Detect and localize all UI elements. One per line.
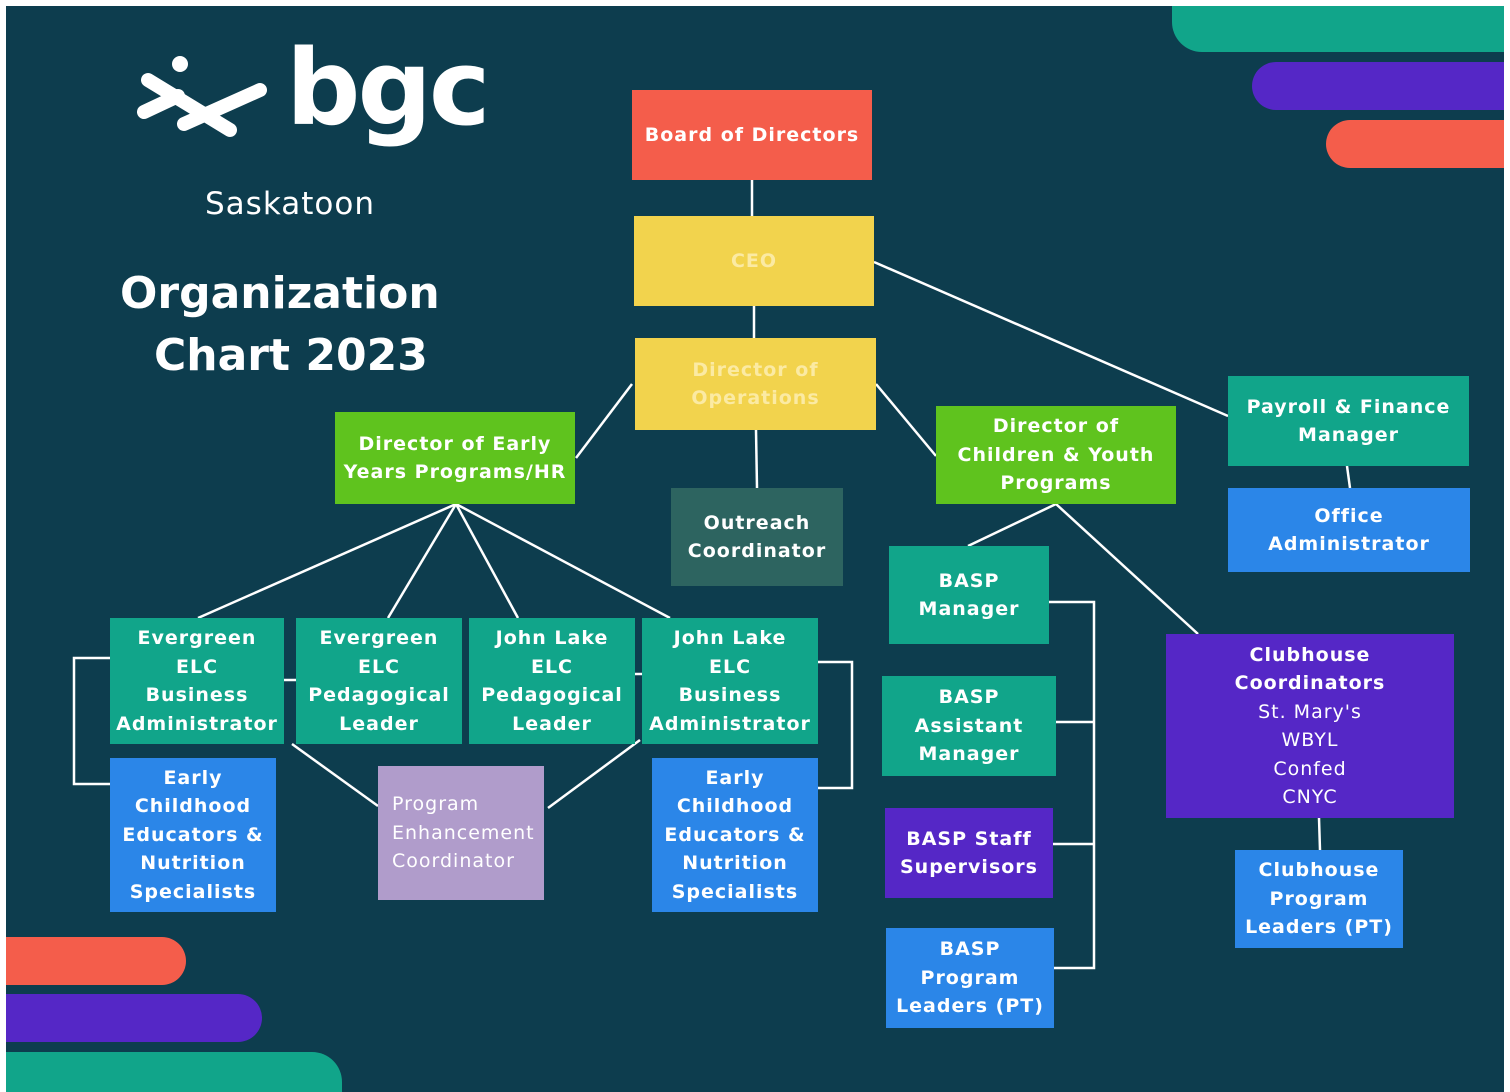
decor-stripe-red-bottom — [6, 937, 186, 985]
line-johnlake-ece-bracket — [814, 660, 854, 790]
line-dirops-early — [575, 383, 633, 459]
page-title-line2: Chart 2023 — [154, 330, 428, 381]
node-basp-assistant-manager: BASP Assistant Manager — [882, 676, 1056, 776]
decor-stripe-red-top — [1326, 120, 1504, 168]
node-outreach-coordinator: Outreach Coordinator — [671, 488, 843, 586]
node-program-enhancement: Program Enhancement Coordinator — [378, 766, 544, 900]
node-clubhouse-coordinators: Clubhouse Coordinators St. Mary's WBYL C… — [1166, 634, 1454, 818]
node-basp-program-leaders: BASP Program Leaders (PT) — [886, 928, 1054, 1028]
node-ceo: CEO — [634, 216, 874, 306]
node-basp-manager: BASP Manager — [889, 546, 1049, 644]
line-ceo-payroll — [873, 260, 1229, 418]
node-director-operations: Director of Operations — [635, 338, 876, 430]
line-cy-basp — [967, 502, 1057, 548]
node-evergreen-pedagogical: Evergreen ELC Pedagogical Leader — [296, 618, 462, 744]
logo-brand-text: bgc — [286, 27, 491, 149]
line-evergreen-ece-bracket — [72, 656, 110, 786]
node-board-of-directors: Board of Directors — [632, 90, 872, 180]
line-dirops-cy — [875, 383, 937, 457]
line-clubhouse-leaders — [1317, 817, 1322, 851]
node-office-administrator: Office Administrator — [1228, 488, 1470, 572]
node-evergreen-business-admin: Evergreen ELC Business Administrator — [110, 618, 284, 744]
line-dirops-outreach — [754, 429, 759, 489]
decor-stripe-purple-bottom — [6, 994, 262, 1042]
node-johnlake-pedagogical: John Lake ELC Pedagogical Leader — [469, 618, 635, 744]
decor-stripe-purple-top — [1252, 62, 1504, 110]
page-title-line1: Organization — [120, 268, 440, 319]
line-pec-right — [547, 738, 641, 810]
line-early-evergreen-ped — [386, 503, 458, 619]
bgc-logo-icon — [137, 56, 267, 137]
line-basp-bracket — [1048, 600, 1096, 970]
line-payroll-office — [1345, 465, 1352, 489]
line-early-evergreen-admin — [197, 502, 457, 620]
line-early-johnlake-admin — [455, 502, 671, 620]
node-ece-evergreen: Early Childhood Educators & Nutrition Sp… — [110, 758, 276, 912]
line-pec-left — [291, 742, 379, 808]
node-basp-staff-supervisors: BASP Staff Supervisors — [885, 808, 1053, 898]
line-early-johnlake-ped — [454, 503, 520, 619]
line-cy-clubhouse — [1055, 503, 1199, 635]
decor-stripe-teal-bottom — [6, 1052, 342, 1092]
node-johnlake-business-admin: John Lake ELC Business Administrator — [642, 618, 818, 744]
logo-city-text: Saskatoon — [205, 186, 375, 222]
node-ece-johnlake: Early Childhood Educators & Nutrition Sp… — [652, 758, 818, 912]
node-director-children-youth: Director of Children & Youth Programs — [936, 406, 1176, 504]
node-director-early-years: Director of Early Years Programs/HR — [335, 412, 575, 504]
node-clubhouse-program-leaders: Clubhouse Program Leaders (PT) — [1235, 850, 1403, 948]
connector-lines — [72, 180, 1352, 970]
decor-stripe-teal-top — [1172, 6, 1504, 52]
org-chart-board: bgc Saskatoon Organization Chart 2023 — [6, 6, 1504, 1092]
node-payroll-finance: Payroll & Finance Manager — [1228, 376, 1469, 466]
